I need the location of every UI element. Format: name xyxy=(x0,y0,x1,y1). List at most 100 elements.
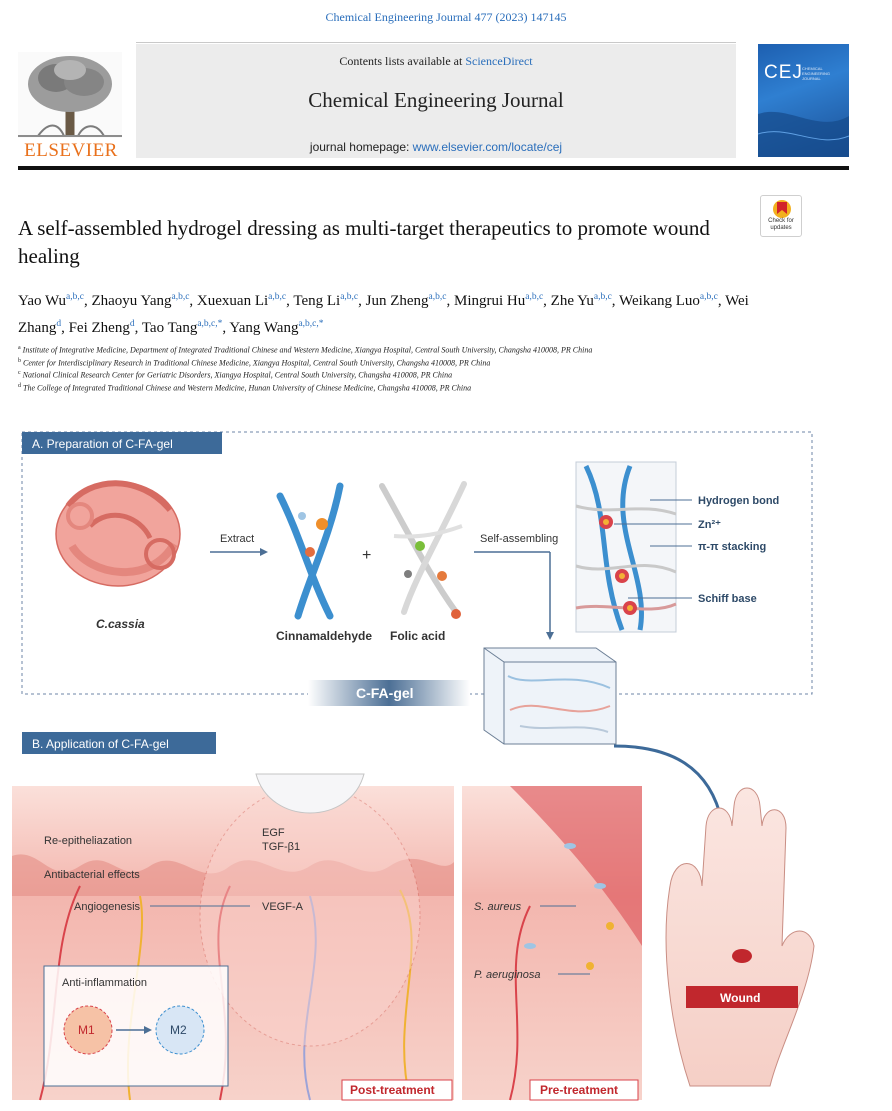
author-separator: , xyxy=(83,293,92,309)
hydrogel-network-illustration xyxy=(575,461,677,633)
affiliation-row: a Institute of Integrative Medicine, Dep… xyxy=(18,343,758,356)
tgf-label: TGF-β1 xyxy=(262,841,300,853)
journal-cover-thumbnail[interactable]: CEJ CHEMICAL ENGINEERING JOURNAL xyxy=(758,44,849,157)
author-affiliation-marker[interactable]: d xyxy=(56,319,62,329)
author-separator: , xyxy=(189,293,197,309)
cassia-bark-illustration xyxy=(55,480,181,587)
author-affiliation-marker[interactable]: a,b,c,* xyxy=(197,319,223,329)
folic-acid-illustration xyxy=(379,481,467,619)
author-separator: , xyxy=(446,293,454,309)
affiliation-text: Institute of Integrative Medicine, Depar… xyxy=(22,345,593,355)
affiliation-text: Center for Interdisciplinary Research in… xyxy=(23,358,491,368)
author-separator: , xyxy=(543,293,551,309)
author-name[interactable]: Zhe Yu xyxy=(550,293,594,309)
m1-cell xyxy=(63,1005,113,1055)
sciencedirect-link[interactable]: ScienceDirect xyxy=(465,54,533,68)
zn-label: Zn²⁺ xyxy=(698,519,721,531)
homepage-prefix: journal homepage: xyxy=(309,140,413,154)
affiliation-row: d The College of Integrated Traditional … xyxy=(18,381,758,394)
author-separator: , xyxy=(358,293,366,309)
author-separator: , xyxy=(611,293,620,309)
author-name[interactable]: Jun Zheng xyxy=(365,293,429,309)
author-affiliation-marker[interactable]: a,b,c xyxy=(268,292,287,302)
author-name[interactable]: Weikang Luo xyxy=(619,293,700,309)
hydrogen-bond-label: Hydrogen bond xyxy=(698,495,779,507)
author-affiliation-marker[interactable]: a,b,c xyxy=(593,292,612,302)
extract-label: Extract xyxy=(220,533,254,545)
p-aeruginosa-label: P. aeruginosa xyxy=(474,969,540,981)
author-name[interactable]: Tao Tang xyxy=(141,320,198,336)
pre-treatment-label: Pre-treatment xyxy=(540,1083,618,1097)
post-treatment-label: Post-treatment xyxy=(350,1083,435,1097)
plus-sign: + xyxy=(362,547,371,564)
affiliation-row: c National Clinical Research Center for … xyxy=(18,368,758,381)
cinnamaldehyde-label: Cinnamaldehyde xyxy=(276,629,372,643)
header-thick-rule xyxy=(18,166,849,170)
author-affiliation-marker[interactable]: a,b,c,* xyxy=(298,319,324,329)
badge-line-1: Check for xyxy=(768,218,794,224)
affiliation-key: c xyxy=(18,370,21,377)
author-separator: , xyxy=(134,320,142,336)
author-name[interactable]: Yao Wu xyxy=(18,293,67,309)
affiliation-list: a Institute of Integrative Medicine, Dep… xyxy=(18,343,758,394)
header-rule xyxy=(136,42,736,43)
author-affiliation-marker[interactable]: a,b,c xyxy=(525,292,544,302)
affiliation-key: b xyxy=(18,357,21,364)
author-affiliation-marker[interactable]: a,b,c xyxy=(171,292,190,302)
affiliation-row: b Center for Interdisciplinary Research … xyxy=(18,356,758,369)
cover-logo: CEJ xyxy=(764,62,803,83)
cassia-label: C.cassia xyxy=(96,617,145,631)
pi-stacking-label: π-π stacking xyxy=(698,541,766,553)
m2-label: M2 xyxy=(170,1023,187,1037)
panel-a-title: A. Preparation of C-FA-gel xyxy=(32,437,173,451)
author-affiliation-marker[interactable]: a,b,c xyxy=(699,292,718,302)
badge-line-2: updates xyxy=(770,225,792,231)
cover-pattern-icon xyxy=(758,111,849,157)
author-affiliation-marker[interactable]: a,b,c xyxy=(340,292,359,302)
antibacterial-label: Antibacterial effects xyxy=(44,869,140,881)
author-separator: , xyxy=(286,293,294,309)
wound-label: Wound xyxy=(720,991,760,1005)
affiliation-text: National Clinical Research Center for Ge… xyxy=(22,370,453,380)
author-affiliation-marker[interactable]: a,b,c xyxy=(66,292,84,302)
s-aureus-label: S. aureus xyxy=(474,901,522,913)
author-name[interactable]: Wei Zhang xyxy=(18,293,749,336)
panel-a-header xyxy=(22,432,222,454)
panel-b-title: B. Application of C-FA-gel xyxy=(32,737,169,751)
author-separator: , xyxy=(717,293,726,309)
author-name[interactable]: Fei Zheng xyxy=(68,320,130,336)
check-for-updates-badge[interactable]: Check for updates xyxy=(760,195,802,237)
contents-line: Contents lists available at ScienceDirec… xyxy=(136,54,736,69)
publisher-wordmark: ELSEVIER xyxy=(24,140,118,161)
journal-masthead: Contents lists available at ScienceDirec… xyxy=(136,44,736,158)
journal-homepage-link[interactable]: www.elsevier.com/locate/cej xyxy=(412,140,563,154)
contents-prefix: Contents lists available at xyxy=(339,54,466,68)
author-name[interactable]: Mingrui Hu xyxy=(453,293,526,309)
author-name[interactable]: Zhaoyu Yang xyxy=(91,293,172,309)
author-name[interactable]: Yang Wang xyxy=(229,320,299,336)
re-epi-label: Re-epitheliazation xyxy=(44,835,132,847)
author-name[interactable]: Xuexuan Li xyxy=(196,293,269,309)
author-affiliation-marker[interactable]: a,b,c xyxy=(428,292,447,302)
affiliation-key: d xyxy=(18,382,21,389)
author-list: Yao Wua,b,c, Zhaoyu Yanga,b,c, Xuexuan L… xyxy=(18,286,758,340)
pre-treatment-tissue xyxy=(462,786,642,1101)
pre-treatment-tag xyxy=(529,1079,639,1101)
m2-cell xyxy=(155,1005,205,1055)
elsevier-tree-logo-icon xyxy=(18,52,122,138)
folic-acid-label: Folic acid xyxy=(390,629,445,643)
journal-homepage-line: journal homepage: www.elsevier.com/locat… xyxy=(136,140,736,154)
gel-label: C-FA-gel xyxy=(356,685,414,701)
bookmark-icon xyxy=(773,200,791,218)
affiliation-key: a xyxy=(18,345,21,351)
check-for-updates-label: Check for updates xyxy=(761,218,801,232)
affiliation-text: The College of Integrated Traditional Ch… xyxy=(23,383,472,393)
cinnamaldehyde-illustration xyxy=(276,482,344,620)
gel-cube-illustration xyxy=(483,647,617,745)
author-name[interactable]: Teng Li xyxy=(293,293,341,309)
article-title: A self-assembled hydrogel dressing as mu… xyxy=(18,216,710,268)
author-affiliation-marker[interactable]: d xyxy=(129,319,135,329)
angiogenesis-label: Angiogenesis xyxy=(74,901,141,913)
m1-label: M1 xyxy=(78,1023,95,1037)
graphical-abstract-figure: A. Preparation of C-FA-gel C.cassia Extr… xyxy=(12,431,815,1101)
